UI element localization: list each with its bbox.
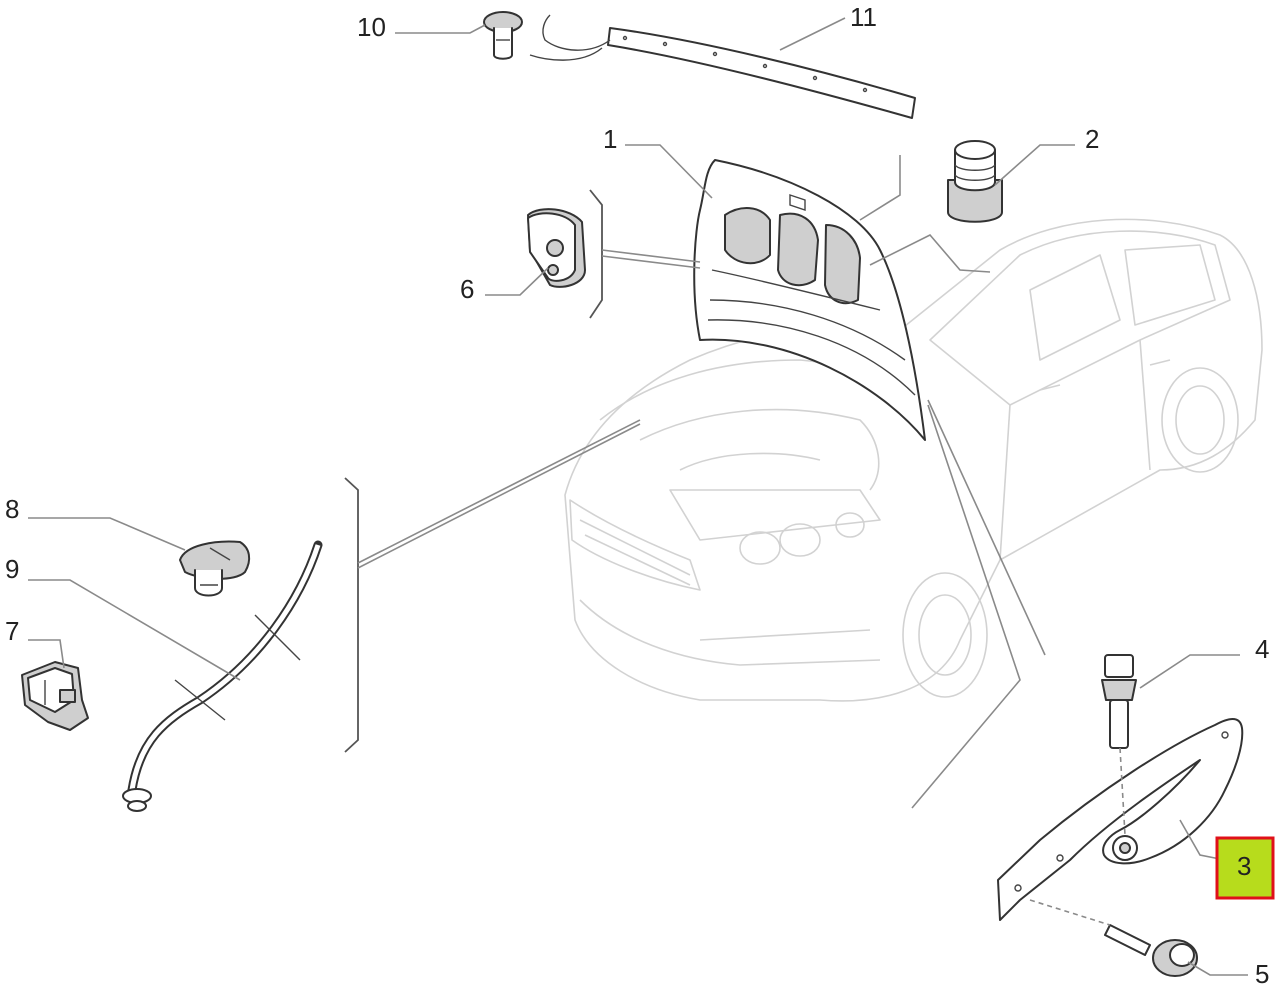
part-1-hood	[693, 159, 926, 441]
callout-9[interactable]: 9	[5, 554, 19, 584]
part-7-latch-clip	[21, 661, 89, 731]
callout-3[interactable]: 3	[1237, 851, 1251, 881]
callout-6[interactable]: 6	[460, 274, 474, 304]
callout-11[interactable]: 11	[850, 2, 877, 32]
callout-3-highlight	[1215, 836, 1275, 900]
callout-1[interactable]: 1	[603, 124, 617, 154]
part-2-bump-stop	[947, 140, 1003, 223]
callout-4[interactable]: 4	[1255, 634, 1269, 664]
part-6-rubber-pad	[527, 208, 586, 288]
callout-leaders	[28, 17, 1248, 976]
car-outline	[564, 218, 1263, 702]
part-8-clip	[179, 540, 251, 597]
part-3-hinge	[997, 718, 1244, 921]
callout-10[interactable]: 10	[357, 12, 386, 42]
part-4-bolt	[1101, 654, 1137, 749]
prop-rod-leader	[357, 419, 641, 564]
callout-labels: 10 11 1 2 6 8 9 7 4 3 5	[5, 2, 1269, 989]
part-10-push-clip	[483, 11, 523, 60]
prop-rod-bracket	[344, 477, 359, 753]
callout-8[interactable]: 8	[5, 494, 19, 524]
pad-bracket	[589, 189, 603, 319]
part-5-bolt	[1104, 924, 1198, 977]
callout-5[interactable]: 5	[1255, 959, 1269, 989]
part-11-weatherstrip	[529, 14, 916, 119]
callout-2[interactable]: 2	[1085, 124, 1099, 154]
part-9-prop-rod	[122, 540, 323, 812]
callout-7[interactable]: 7	[5, 616, 19, 646]
